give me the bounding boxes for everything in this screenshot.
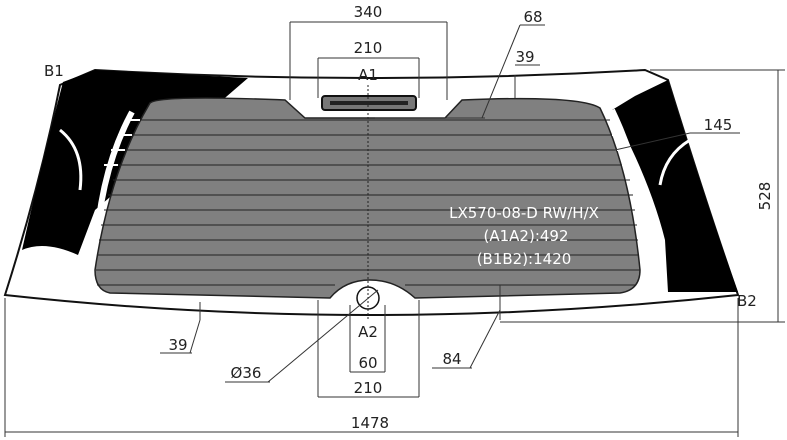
- dim-bottom-margin-right: 84: [432, 285, 501, 369]
- dim-total-width-label: 1478: [351, 414, 389, 432]
- dim-top-inner-label: 210: [354, 39, 383, 57]
- point-b2-label: B2: [737, 292, 757, 310]
- dim-top-notch: 68: [375, 8, 545, 119]
- point-a1-label: A1: [358, 66, 378, 84]
- dim-top-notch-label: 68: [523, 8, 542, 26]
- dim-top-margin-label: 39: [515, 48, 534, 66]
- dim-bottom-small-label: 60: [358, 354, 377, 372]
- a1a2-distance: (A1A2):492: [484, 227, 569, 245]
- dim-bottom-inner: 210: [317, 300, 420, 398]
- model-code: LX570-08-D RW/H/X: [449, 204, 599, 222]
- bus-bars: [104, 119, 636, 166]
- heater-lines: [96, 119, 640, 286]
- dim-side-margin: 145: [614, 116, 740, 151]
- dim-bottom-margin-left: 39: [160, 302, 201, 354]
- dim-bottom-small: 60: [349, 305, 386, 373]
- dim-hole-diameter: Ø36: [225, 289, 379, 383]
- point-a2-label: A2: [358, 323, 378, 341]
- dim-total-width: 1478: [4, 298, 739, 437]
- dim-bottom-margin-right-label: 84: [442, 350, 461, 368]
- dim-bottom-margin-left-label: 39: [168, 336, 187, 354]
- dim-side-margin-label: 145: [704, 116, 733, 134]
- wire-curve-left: [59, 128, 83, 191]
- wire-curve-right: [658, 138, 691, 186]
- dim-height-label: 528: [756, 182, 774, 211]
- border-curve-right: [609, 108, 658, 286]
- dim-top-outer: 340: [289, 3, 448, 100]
- dim-top-inner: 210: [317, 39, 420, 98]
- border-curve-left: [92, 110, 135, 281]
- dim-top-outer-label: 340: [354, 3, 383, 21]
- dim-bottom-inner-label: 210: [354, 379, 383, 397]
- b1b2-distance: (B1B2):1420: [477, 250, 572, 268]
- point-b1-label: B1: [44, 62, 64, 80]
- dim-hole-diameter-label: Ø36: [231, 364, 262, 382]
- ceramic-band-right: [612, 80, 738, 292]
- dim-top-margin: 39: [514, 48, 540, 98]
